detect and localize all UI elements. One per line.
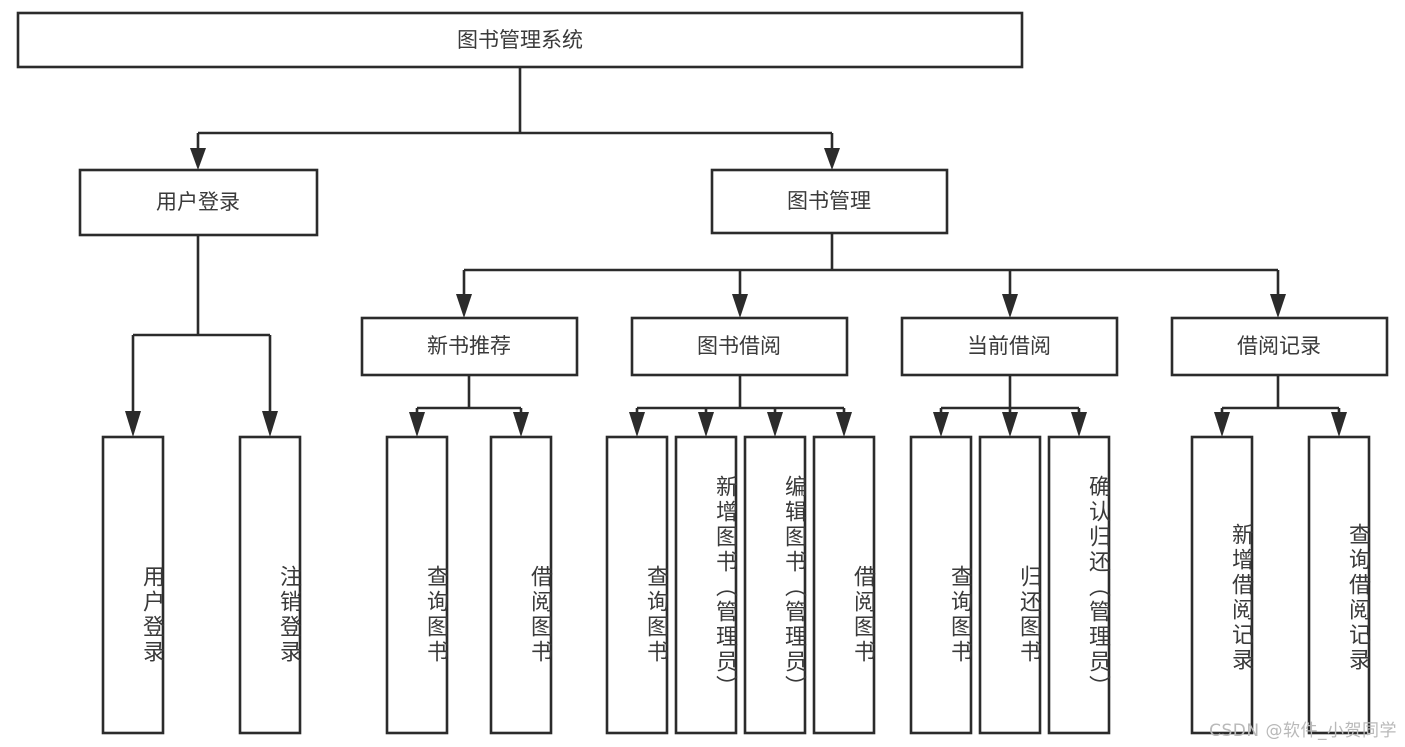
user-login-label: 用户登录 (156, 190, 240, 214)
arrow-book-borrow-leaf-3 (767, 412, 783, 437)
leaf-box-book-borrow-1[interactable] (605, 435, 669, 735)
arrow-borrow-record-leaf-1 (1214, 412, 1230, 437)
watermark: CSDN @软件_小贺同学 (1209, 721, 1397, 741)
current-borrow-label: 当前借阅 (967, 334, 1051, 358)
node-new-book[interactable]: 新书推荐 (360, 316, 579, 377)
new-book-box[interactable] (360, 316, 579, 377)
arrow-borrow-record-leaf-2 (1331, 412, 1347, 437)
arrow-user-login-leaf-1 (125, 411, 141, 437)
arrow-book-mgmt-to-new-book (456, 294, 472, 318)
borrow-record-box[interactable] (1170, 316, 1389, 377)
leaf-box-new-book-1[interactable] (385, 435, 449, 735)
borrow-record-label: 借阅记录 (1237, 334, 1321, 358)
arrow-new-book-leaf-1 (409, 412, 425, 437)
arrow-root-to-user-login (190, 148, 206, 170)
leaf-box-book-borrow-4[interactable] (812, 435, 876, 735)
edge-group-new-book (409, 375, 529, 437)
arrow-book-borrow-leaf-4 (836, 412, 852, 437)
arrow-root-to-book-mgmt (824, 148, 840, 170)
leaf-box-user-login-1[interactable] (101, 435, 165, 735)
book-borrow-label: 图书借阅 (697, 334, 781, 358)
new-book-label: 新书推荐 (427, 334, 511, 358)
leaf-box-current-borrow-1[interactable] (909, 435, 973, 735)
arrow-new-book-leaf-2 (513, 412, 529, 437)
node-book-borrow[interactable]: 图书借阅 (630, 316, 849, 377)
edge-group-current-borrow (933, 375, 1087, 437)
current-borrow-box[interactable] (900, 316, 1119, 377)
root-box[interactable] (16, 11, 1024, 69)
book-borrow-box[interactable] (630, 316, 849, 377)
arrow-book-borrow-leaf-1 (629, 412, 645, 437)
node-user-login[interactable]: 用户登录 (78, 168, 319, 237)
leaf-box-borrow-record-2[interactable] (1307, 435, 1371, 735)
edge-group-book-borrow (629, 375, 852, 437)
node-borrow-record[interactable]: 借阅记录 (1170, 316, 1389, 377)
leaf-box-borrow-record-1[interactable] (1190, 435, 1254, 735)
arrow-user-login-leaf-2 (262, 411, 278, 437)
leaf-box-book-borrow-3[interactable] (743, 435, 807, 735)
book-mgmt-box[interactable] (710, 168, 949, 235)
arrow-book-mgmt-to-book-borrow (732, 294, 748, 318)
arrow-current-borrow-leaf-3 (1071, 412, 1087, 437)
root-label: 图书管理系统 (457, 28, 583, 52)
arrow-current-borrow-leaf-1 (933, 412, 949, 437)
user-login-box[interactable] (78, 168, 319, 237)
leaf-box-book-borrow-2[interactable] (674, 435, 738, 735)
leaf-box-current-borrow-3[interactable] (1047, 435, 1111, 735)
edge-group-user-login (125, 235, 278, 437)
arrow-book-mgmt-to-borrow-record (1270, 294, 1286, 318)
leaf-box-new-book-2[interactable] (489, 435, 553, 735)
arrow-book-mgmt-to-current-borrow (1002, 294, 1018, 318)
arrow-book-borrow-leaf-2 (698, 412, 714, 437)
node-book-mgmt[interactable]: 图书管理 (710, 168, 949, 235)
book-mgmt-label: 图书管理 (787, 189, 871, 213)
leaf-box-user-login-2[interactable] (238, 435, 302, 735)
edge-group-root (190, 67, 840, 170)
edge-group-book-mgmt (456, 233, 1286, 318)
leaf-box-current-borrow-2[interactable] (978, 435, 1042, 735)
arrow-current-borrow-leaf-2 (1002, 412, 1018, 437)
edge-group-borrow-record (1214, 375, 1347, 437)
node-current-borrow[interactable]: 当前借阅 (900, 316, 1119, 377)
node-root[interactable]: 图书管理系统 (16, 11, 1024, 69)
